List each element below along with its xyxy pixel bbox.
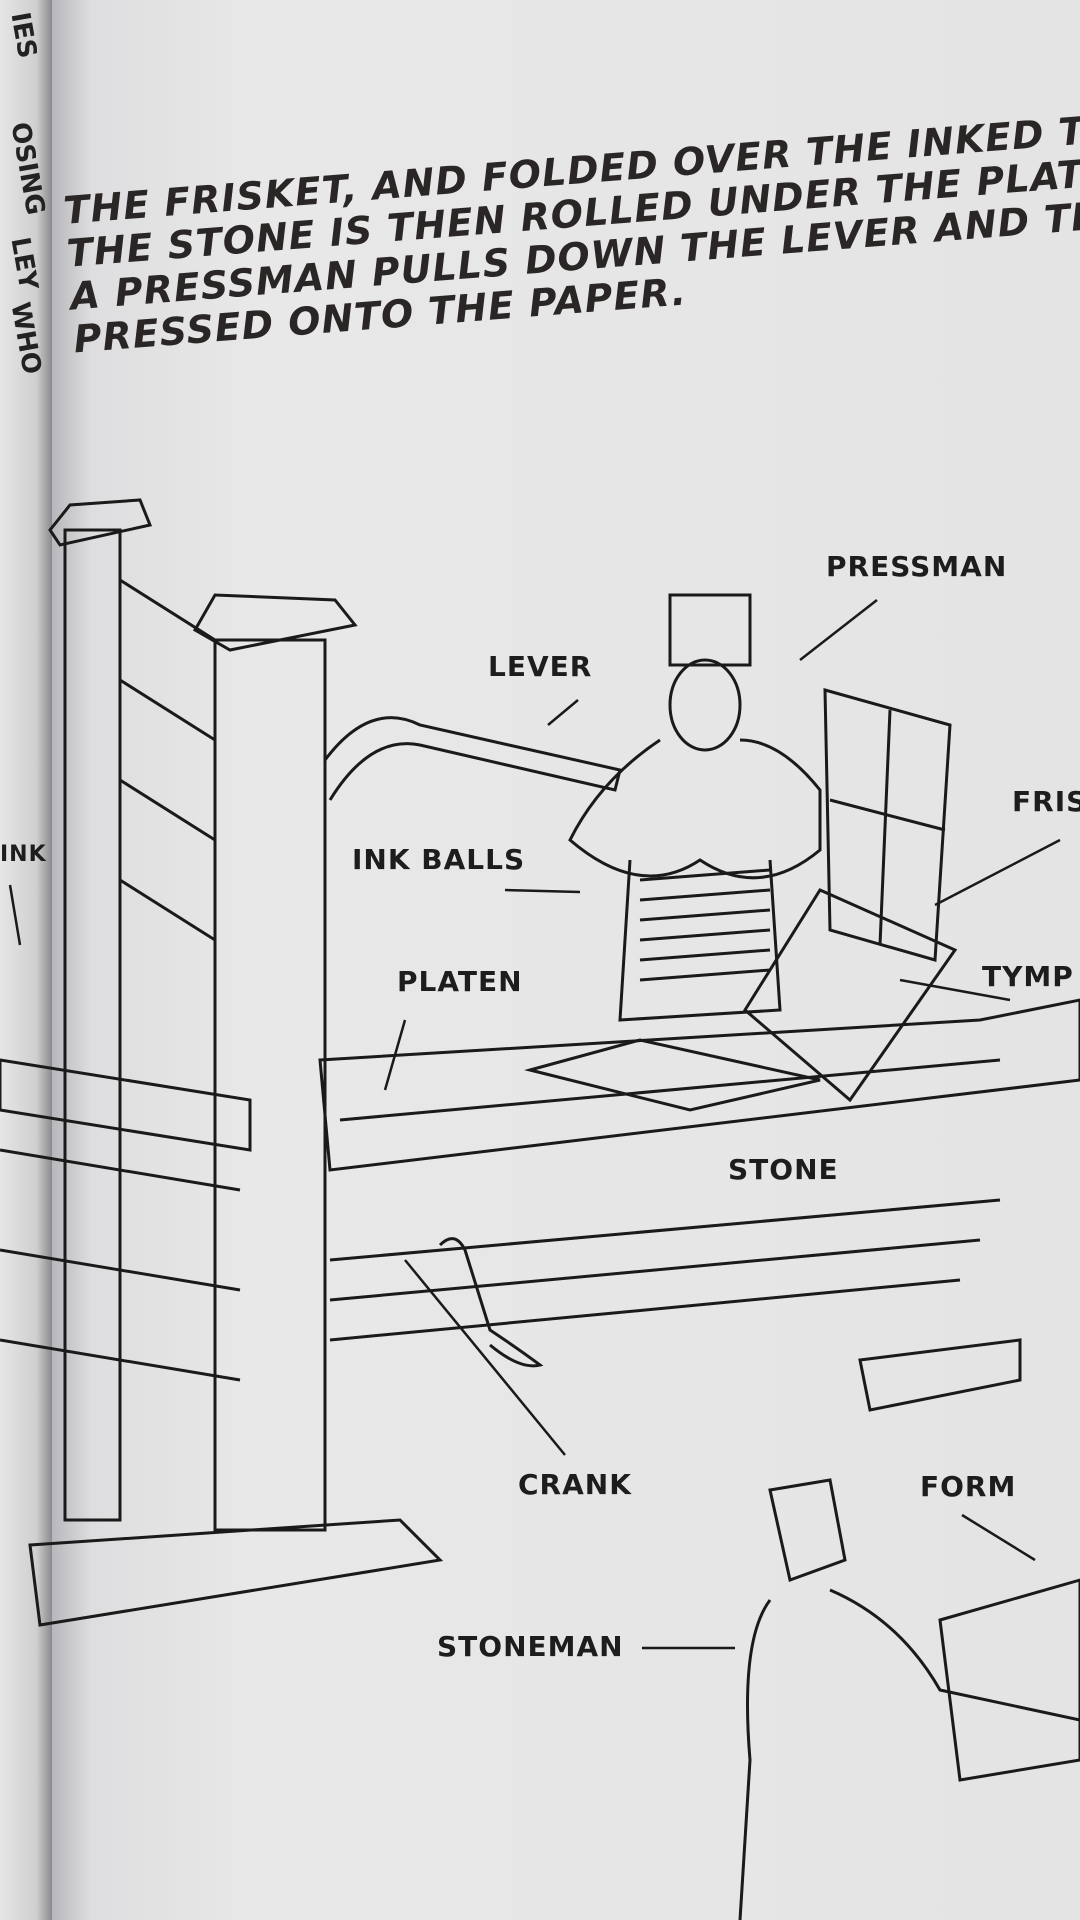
frisket-tympan <box>743 688 958 1103</box>
label-ink-balls: INK BALLS <box>352 843 526 876</box>
crank <box>438 1237 544 1368</box>
label-form: FORM <box>920 1470 1017 1503</box>
lever <box>323 716 622 801</box>
label-crank: CRANK <box>518 1468 632 1501</box>
label-stone: STONE <box>728 1153 839 1186</box>
label-ink: INK <box>0 842 47 867</box>
left-page-edge: IES OSING LEY WHO <box>0 0 52 1920</box>
label-lever: LEVER <box>488 650 593 683</box>
label-platen: PLATEN <box>397 965 523 998</box>
pressman-figure <box>568 593 822 1022</box>
book-page <box>52 0 1080 1920</box>
leader-lines <box>8 599 1061 1650</box>
press-frame <box>0 498 444 1627</box>
label-stoneman: STONEMAN <box>437 1630 624 1663</box>
stoneman-figure <box>738 1478 1080 1920</box>
label-pressman: PRESSMAN <box>826 550 1008 583</box>
label-tympan: TYMP <box>982 960 1074 993</box>
label-frisket: FRIS <box>1012 785 1080 818</box>
carriage-stone <box>318 998 1080 1412</box>
